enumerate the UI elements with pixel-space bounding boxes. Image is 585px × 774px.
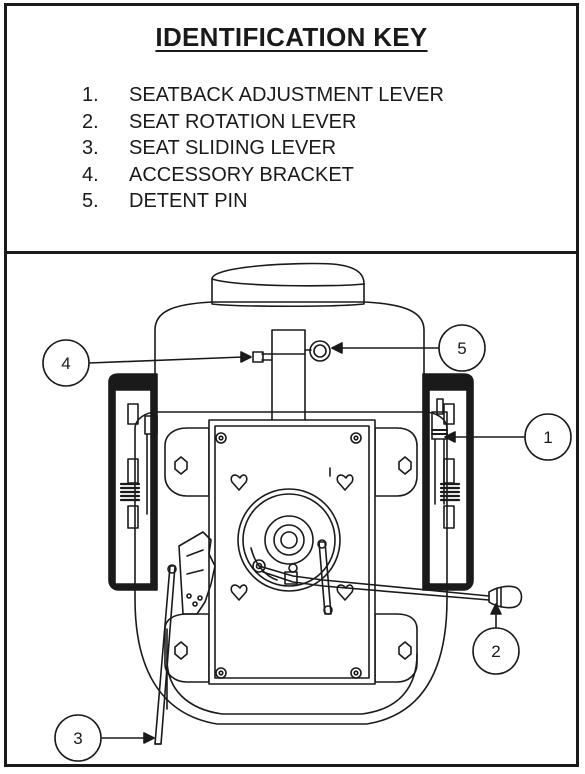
callout-5: 5 bbox=[438, 324, 486, 372]
seat-rotation-lever bbox=[252, 539, 523, 615]
svg-text:1: 1 bbox=[543, 428, 552, 447]
callout-4: 4 bbox=[42, 339, 90, 387]
key-item-detent-pin: 5.DETENT PIN bbox=[82, 190, 248, 212]
callout-1: 1 bbox=[524, 413, 572, 461]
svg-text:2: 2 bbox=[491, 642, 500, 661]
seat-sliding-lever bbox=[144, 415, 216, 745]
key-item-seatback-lever: 1.SEATBACK ADJUSTMENT LEVER bbox=[82, 84, 444, 106]
document-frame: IDENTIFICATION KEY 1.SEATBACK ADJUSTMENT… bbox=[4, 3, 579, 767]
base-plate bbox=[208, 419, 376, 685]
identification-key-panel: IDENTIFICATION KEY 1.SEATBACK ADJUSTMENT… bbox=[7, 6, 576, 254]
key-item-sliding-lever: 3.SEAT SLIDING LEVER bbox=[82, 137, 337, 159]
callout-3: 3 bbox=[54, 714, 102, 762]
callout-arrows bbox=[88, 342, 526, 744]
seat-diagram-panel: 1 2 3 4 5 bbox=[7, 254, 576, 764]
seat-diagram: 1 2 3 4 5 bbox=[42, 262, 572, 762]
accessory-bracket bbox=[252, 329, 306, 421]
svg-text:5: 5 bbox=[457, 339, 466, 358]
right-armrest bbox=[422, 373, 474, 591]
svg-text:3: 3 bbox=[73, 729, 82, 748]
detent-pin bbox=[304, 340, 331, 362]
svg-text:4: 4 bbox=[61, 354, 70, 373]
key-item-rotation-lever: 2.SEAT ROTATION LEVER bbox=[82, 110, 357, 133]
seatback-adjustment-lever bbox=[431, 398, 448, 505]
key-title: IDENTIFICATION KEY bbox=[155, 22, 428, 52]
seatback bbox=[154, 301, 425, 375]
key-item-accessory-bracket: 4.ACCESSORY BRACKET bbox=[82, 163, 354, 186]
key-list: 1.SEATBACK ADJUSTMENT LEVER 2.SEAT ROTAT… bbox=[82, 82, 444, 215]
headrest bbox=[211, 262, 365, 308]
left-armrest bbox=[108, 373, 158, 591]
callout-2: 2 bbox=[472, 627, 520, 675]
